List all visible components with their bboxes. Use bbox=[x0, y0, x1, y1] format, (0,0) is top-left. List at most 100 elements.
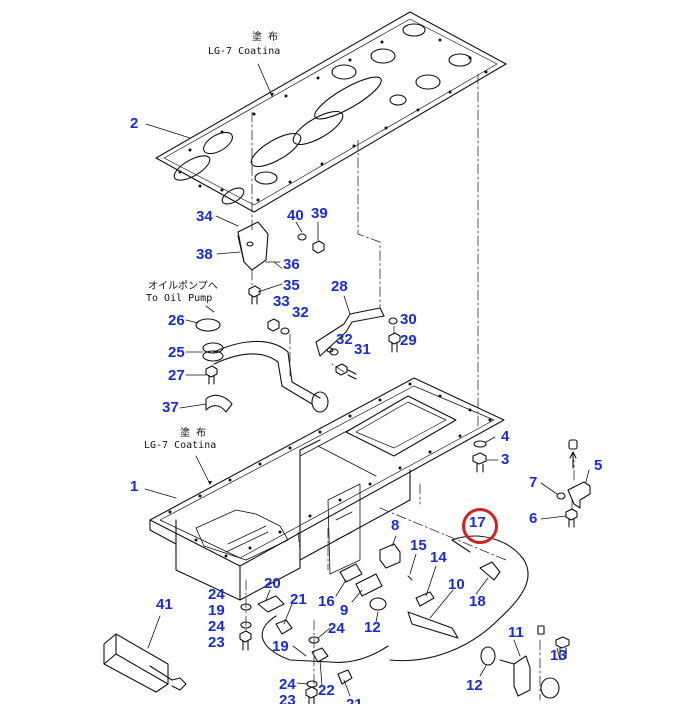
spring-10 bbox=[407, 611, 459, 639]
part-label-23-b[interactable]: 23 bbox=[279, 692, 296, 704]
part-label-33[interactable]: 33 bbox=[273, 293, 290, 310]
part-label-17[interactable]: 17 bbox=[469, 514, 486, 531]
hose-37 bbox=[205, 394, 233, 413]
part-label-35[interactable]: 35 bbox=[283, 277, 300, 294]
part-label-21-b[interactable]: 21 bbox=[346, 697, 363, 704]
fitting-18 bbox=[479, 561, 501, 581]
washer-32b bbox=[329, 348, 339, 356]
part-label-18[interactable]: 18 bbox=[469, 593, 486, 610]
part-label-32-lower[interactable]: 32 bbox=[336, 331, 353, 348]
o-ring-26 bbox=[195, 318, 221, 332]
drain-plug-14 bbox=[415, 591, 435, 607]
tube-19 bbox=[261, 615, 389, 663]
washer-4 bbox=[473, 440, 487, 448]
part-label-29[interactable]: 29 bbox=[400, 332, 417, 349]
top-gasket bbox=[155, 11, 507, 213]
seal-15 bbox=[407, 575, 413, 581]
part-label-12-a[interactable]: 12 bbox=[364, 619, 381, 636]
bracket-34 bbox=[237, 221, 269, 271]
part-label-12-b[interactable]: 12 bbox=[466, 677, 483, 694]
note-leaders bbox=[195, 63, 273, 485]
part-label-7[interactable]: 7 bbox=[529, 474, 538, 491]
washer-24d bbox=[306, 680, 318, 688]
tool-41 bbox=[103, 633, 187, 693]
part-label-2[interactable]: 2 bbox=[130, 115, 139, 132]
part-label-26[interactable]: 26 bbox=[168, 312, 185, 329]
part-label-5[interactable]: 5 bbox=[594, 457, 603, 474]
bolt-27 bbox=[205, 365, 218, 385]
part-label-6[interactable]: 6 bbox=[529, 510, 538, 527]
part-label-15[interactable]: 15 bbox=[410, 537, 427, 554]
alignment-lines bbox=[245, 73, 575, 701]
oil-pan bbox=[149, 377, 505, 601]
connector-22 bbox=[311, 647, 329, 663]
bolt-31 bbox=[335, 363, 357, 380]
hose-17 bbox=[389, 535, 529, 662]
bolt-35 bbox=[248, 285, 261, 305]
part-label-9[interactable]: 9 bbox=[340, 602, 349, 619]
bolt-6 bbox=[565, 508, 578, 528]
adapter-16 bbox=[339, 563, 363, 583]
part-label-23-a[interactable]: 23 bbox=[208, 634, 225, 651]
washer-40 bbox=[297, 233, 307, 241]
gauge-bracket-5 bbox=[567, 439, 591, 509]
part-label-41[interactable]: 41 bbox=[156, 596, 173, 613]
part-label-40[interactable]: 40 bbox=[287, 207, 304, 224]
part-label-19-a[interactable]: 19 bbox=[208, 602, 225, 619]
part-label-24-b[interactable]: 24 bbox=[208, 618, 225, 635]
part-label-16[interactable]: 16 bbox=[318, 593, 335, 610]
elbow-20 bbox=[257, 595, 285, 613]
part-label-22[interactable]: 22 bbox=[318, 682, 335, 699]
coating-note-pan-jp: 塗 布 bbox=[180, 428, 207, 439]
part-label-34[interactable]: 34 bbox=[196, 208, 213, 225]
part-label-3[interactable]: 3 bbox=[501, 451, 510, 468]
coating-note-pan-en: LG-7 Coatina bbox=[144, 440, 217, 451]
part-label-39[interactable]: 39 bbox=[311, 205, 328, 222]
part-label-37[interactable]: 37 bbox=[162, 399, 179, 416]
part-label-19-b[interactable]: 19 bbox=[272, 638, 289, 655]
part-label-11[interactable]: 11 bbox=[508, 624, 524, 641]
part-label-14[interactable]: 14 bbox=[430, 549, 447, 566]
bolt-23b bbox=[305, 686, 318, 704]
leader-lines bbox=[144, 123, 590, 697]
coating-note-top-jp: 塗 布 bbox=[252, 32, 279, 43]
nut-39 bbox=[312, 240, 325, 254]
part-label-8[interactable]: 8 bbox=[391, 517, 400, 534]
bolt-29 bbox=[388, 332, 401, 353]
bolt-13 bbox=[537, 625, 570, 699]
part-label-31[interactable]: 31 bbox=[354, 341, 371, 358]
part-label-20[interactable]: 20 bbox=[264, 575, 281, 592]
part-label-4[interactable]: 4 bbox=[501, 428, 510, 445]
coating-note-top-en: LG-7 Coatina bbox=[208, 46, 281, 57]
part-label-13[interactable]: 13 bbox=[550, 647, 567, 664]
oil-pump-note-jp: オイルポンプへ bbox=[148, 281, 218, 292]
drain-valve-8 bbox=[379, 543, 401, 569]
elbow-12a bbox=[369, 597, 387, 611]
part-label-25[interactable]: 25 bbox=[168, 344, 185, 361]
part-label-38[interactable]: 38 bbox=[196, 246, 213, 263]
highlight-circle bbox=[462, 508, 498, 544]
connector-21a bbox=[275, 619, 293, 635]
part-label-27[interactable]: 27 bbox=[168, 367, 185, 384]
washer-7 bbox=[556, 492, 566, 500]
part-label-24-a[interactable]: 24 bbox=[208, 586, 225, 603]
bolt-3 bbox=[472, 452, 487, 473]
part-label-32-upper[interactable]: 32 bbox=[292, 304, 309, 321]
suction-pipe-25 bbox=[195, 318, 329, 413]
part-label-28[interactable]: 28 bbox=[331, 278, 348, 295]
sensor-11 bbox=[499, 655, 531, 697]
elbow-12b bbox=[480, 646, 496, 666]
part-label-21-a[interactable]: 21 bbox=[290, 591, 307, 608]
nut-33 bbox=[267, 318, 280, 332]
part-label-24-d[interactable]: 24 bbox=[279, 676, 296, 693]
washer-30 bbox=[388, 317, 398, 325]
oil-pump-note-en: To Oil Pump bbox=[146, 293, 213, 304]
part-label-30[interactable]: 30 bbox=[400, 311, 417, 328]
part-label-1[interactable]: 1 bbox=[130, 478, 139, 495]
bolt-23a bbox=[239, 630, 252, 651]
part-label-10[interactable]: 10 bbox=[448, 576, 465, 593]
part-label-24-c[interactable]: 24 bbox=[328, 620, 345, 637]
part-label-36[interactable]: 36 bbox=[283, 256, 300, 273]
